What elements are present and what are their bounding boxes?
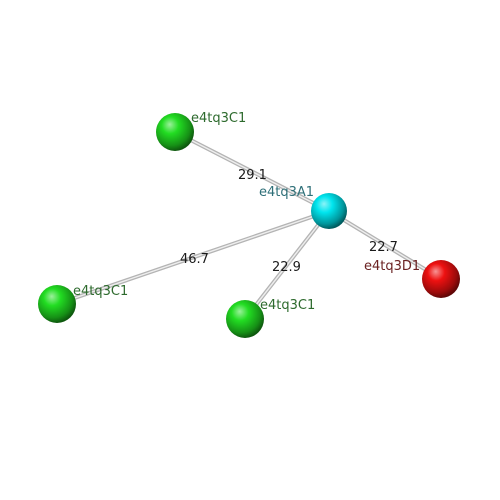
edge-highlight-bottom [244,210,330,320]
edge-label-right: 22.7 [369,240,398,255]
node-label-right: e4tq3D1 [364,259,420,274]
edge-highlight-top [174,131,330,212]
node-label-bottom: e4tq3C1 [260,298,315,313]
edge-highlight-left [56,210,330,305]
edge-labels-layer: 29.1 46.7 22.9 22.7 [180,168,398,275]
node-label-top: e4tq3C1 [191,111,246,126]
node-label-hub: e4tq3A1 [259,185,314,200]
node-hub [311,193,347,229]
edge-highlight-right [328,210,442,280]
node-labels-layer: e4tq3A1 e4tq3C1 e4tq3C1 e4tq3C1 e4tq3D1 [73,111,420,313]
edge-label-left: 46.7 [180,252,209,267]
edges-layer [55,130,443,321]
edge-label-bottom: 22.9 [272,260,301,275]
node-label-left: e4tq3C1 [73,284,128,299]
nodes-layer [38,113,460,338]
node-top [156,113,194,151]
node-left [38,285,76,323]
edge-label-top: 29.1 [238,168,267,183]
node-bottom [226,300,264,338]
node-right [422,260,460,298]
